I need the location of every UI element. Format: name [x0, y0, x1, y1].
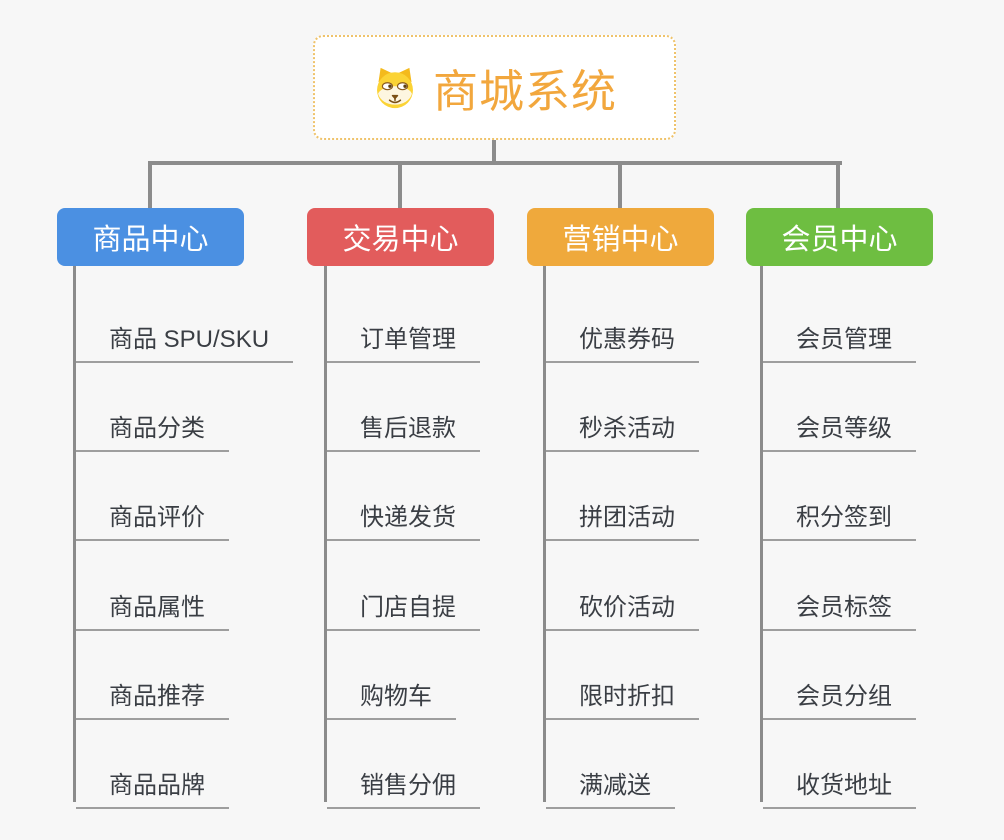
branch-label: 交易中心	[342, 224, 459, 256]
leaf-node[interactable]: 砍价活动	[546, 582, 699, 631]
leaf-node[interactable]: 商品属性	[76, 582, 229, 631]
connector-drop-2	[398, 165, 402, 208]
connector-drop-3	[618, 165, 622, 208]
leaf-node[interactable]: 快递发货	[327, 492, 480, 541]
leaf-node[interactable]: 购物车	[327, 671, 456, 720]
connector-drop-4	[836, 165, 840, 208]
leaf-column-marketing: 优惠券码 秒杀活动 拼团活动 砍价活动 限时折扣 满减送	[543, 266, 766, 809]
leaf-node[interactable]: 会员等级	[763, 403, 916, 452]
leaf-column-trade: 订单管理 售后退款 快递发货 门店自提 购物车 销售分佣	[324, 266, 547, 809]
root-node[interactable]: 商城系统	[313, 35, 676, 140]
branch-node-product-center[interactable]: 商品中心	[57, 208, 244, 266]
leaf-node[interactable]: 商品评价	[76, 492, 229, 541]
leaf-column-product: 商品 SPU/SKU 商品分类 商品评价 商品属性 商品推荐 商品品牌	[73, 266, 296, 809]
leaf-node[interactable]: 商品 SPU/SKU	[76, 314, 294, 363]
leaf-node[interactable]: 商品分类	[76, 403, 229, 452]
leaf-node[interactable]: 秒杀活动	[546, 403, 699, 452]
leaf-node[interactable]: 商品品牌	[76, 760, 229, 809]
leaf-node[interactable]: 商品推荐	[76, 671, 229, 720]
branch-node-trade-center[interactable]: 交易中心	[307, 208, 494, 266]
leaf-node[interactable]: 销售分佣	[327, 760, 480, 809]
branch-label: 会员中心	[781, 224, 898, 256]
leaf-column-member: 会员管理 会员等级 积分签到 会员标签 会员分组 收货地址	[760, 266, 983, 809]
leaf-node[interactable]: 会员管理	[763, 314, 916, 363]
branch-label: 商品中心	[92, 224, 209, 256]
connector-root-stub	[492, 140, 496, 163]
connector-bus	[148, 161, 842, 165]
branch-node-marketing-center[interactable]: 营销中心	[527, 208, 714, 266]
branch-node-member-center[interactable]: 会员中心	[746, 208, 933, 266]
root-title: 商城系统	[432, 66, 617, 117]
leaf-node[interactable]: 售后退款	[327, 403, 480, 452]
leaf-node[interactable]: 收货地址	[763, 760, 916, 809]
branch-label: 营销中心	[562, 224, 679, 256]
leaf-node[interactable]: 订单管理	[327, 314, 480, 363]
leaf-node[interactable]: 积分签到	[763, 492, 916, 541]
leaf-node[interactable]: 会员标签	[763, 582, 916, 631]
dog-face-icon	[372, 65, 418, 111]
leaf-node[interactable]: 门店自提	[327, 582, 480, 631]
leaf-node[interactable]: 优惠券码	[546, 314, 699, 363]
connector-drop-1	[148, 165, 152, 208]
leaf-node[interactable]: 会员分组	[763, 671, 916, 720]
leaf-node[interactable]: 拼团活动	[546, 492, 699, 541]
leaf-node[interactable]: 满减送	[546, 760, 675, 809]
leaf-node[interactable]: 限时折扣	[546, 671, 699, 720]
